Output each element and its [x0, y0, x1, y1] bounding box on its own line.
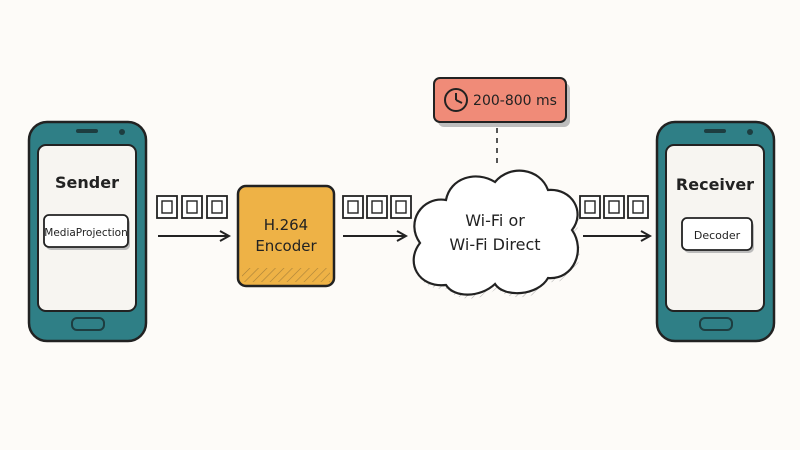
video-frame-icon [366, 195, 388, 219]
sender-module-label: MediaProjection [44, 227, 127, 239]
network-cloud: Wi-Fi or Wi-Fi Direct [412, 169, 580, 299]
sender-title: Sender [55, 173, 119, 192]
video-frame-icon [390, 195, 412, 219]
receiver-camera [747, 129, 753, 135]
clock-icon [444, 88, 468, 112]
video-frame-icon [181, 195, 203, 219]
video-frame-icon [603, 195, 625, 219]
receiver-module-label: Decoder [694, 229, 741, 242]
network-cloud-shape [412, 169, 580, 296]
video-frame-icon [156, 195, 178, 219]
sender-module-box [43, 214, 129, 248]
receiver-module-box [681, 217, 753, 251]
encoder-box [236, 184, 336, 288]
video-frame-icon [342, 195, 364, 219]
sender-speaker [76, 129, 98, 133]
network-label-line2: Wi-Fi Direct [449, 235, 540, 254]
latency-badge-box [433, 77, 567, 123]
encoder-hatch [242, 268, 330, 282]
receiver-title: Receiver [676, 175, 754, 194]
network-label-line1: Wi-Fi or [465, 211, 525, 230]
frames-group-encoded [342, 195, 412, 219]
encoder-label-line2: Encoder [255, 237, 317, 255]
receiver-speaker [704, 129, 726, 133]
receiver-home-button [699, 317, 733, 331]
sender-camera [119, 129, 125, 135]
frames-group-received [579, 195, 649, 219]
latency-label: 200-800 ms [473, 93, 557, 109]
receiver-phone: Receiver Decoder [655, 120, 776, 343]
encoder-label-line1: H.264 [264, 216, 308, 234]
video-frame-icon [579, 195, 601, 219]
frames-group-sender [156, 195, 228, 219]
sender-home-button [71, 317, 105, 331]
latency-badge: 200-800 ms [433, 77, 570, 127]
video-frame-icon [627, 195, 649, 219]
sender-phone: Sender MediaProjection [27, 120, 148, 343]
encoder-block: H.264 Encoder [236, 184, 336, 288]
video-frame-icon [206, 195, 228, 219]
